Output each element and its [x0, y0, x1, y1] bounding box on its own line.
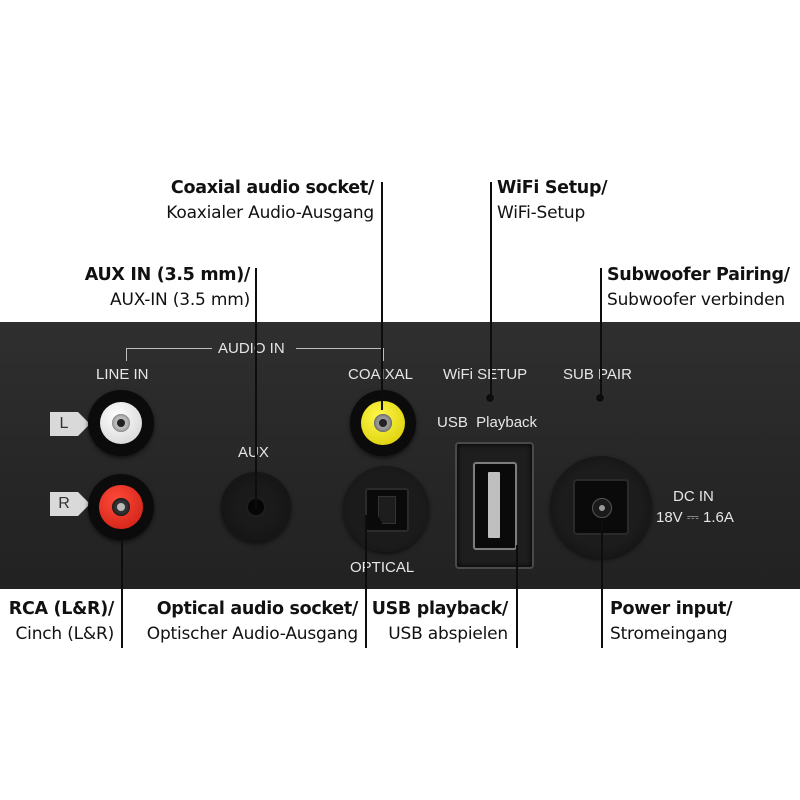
power-leader-line [601, 520, 603, 648]
usb-leader-line [516, 545, 518, 648]
wifi-leader-line [490, 182, 492, 400]
optical-annotation: Optical audio socket/ Optischer Audio-Au… [146, 597, 359, 647]
optical-annotation-de: Optischer Audio-Ausgang [146, 624, 358, 644]
coaxial-socket[interactable] [350, 390, 416, 456]
subwoofer-annotation: Subwoofer Pairing/ Subwoofer verbinden [607, 263, 790, 313]
optical-socket[interactable] [343, 466, 429, 552]
power-annotation: Power input/ Stromeingang [610, 597, 733, 647]
subwoofer-annotation-en: Subwoofer Pairing/ [607, 265, 790, 285]
optical-leader-line [365, 515, 367, 648]
dc-in-pin [592, 498, 612, 518]
usb-annotation-en: USB playback/ [371, 599, 509, 619]
optical-label: OPTICAL [350, 559, 415, 576]
usb-annotation-de: USB abspielen [388, 624, 508, 644]
coaxial-label: COAIXAL [348, 366, 413, 383]
audio-in-bracket-left [126, 348, 212, 349]
aux-label: AUX [238, 444, 269, 461]
subwoofer-annotation-de: Subwoofer verbinden [607, 290, 785, 310]
rca-left-hole [117, 419, 125, 427]
coaxial-annotation-de: Koaxialer Audio-Ausgang [166, 203, 374, 223]
rca-annotation-en: RCA (L&R)/ [8, 599, 115, 619]
coaxial-hole [379, 419, 387, 427]
coaxial-annotation-en: Coaxial audio socket/ [170, 178, 374, 198]
audio-in-bracket-right-tick [383, 348, 384, 361]
dc-in-label: DC IN [673, 488, 714, 505]
wifi-annotation: WiFi Setup/ WiFi-Setup [497, 176, 608, 226]
optical-socket-shutter [378, 496, 396, 524]
audio-in-label: AUDIO IN [218, 340, 285, 357]
rca-annotation-de: Cinch (L&R) [15, 624, 115, 644]
rca-leader-line [121, 538, 123, 648]
rca-annotation: RCA (L&R)/ Cinch (L&R) [8, 597, 115, 647]
audio-in-bracket-right [296, 348, 383, 349]
aux-annotation-de: AUX-IN (3.5 mm) [110, 290, 250, 310]
usb-annotation: USB playback/ USB abspielen [371, 597, 509, 647]
usb-port[interactable] [473, 462, 517, 550]
wifi-setup-label: WiFi SETUP [443, 366, 528, 383]
usb-port-housing [455, 442, 534, 569]
aux-leader-line [255, 268, 257, 508]
power-annotation-de: Stromeingang [610, 624, 728, 644]
wifi-annotation-en: WiFi Setup/ [497, 178, 608, 198]
aux-annotation-en: AUX IN (3.5 mm)/ [84, 265, 251, 285]
rca-right-socket[interactable] [88, 474, 154, 540]
left-channel-badge: L [50, 412, 90, 436]
device-rear-panel: AUDIO IN LINE IN COAIXAL WiFi SETUP SUB … [0, 322, 800, 589]
power-annotation-en: Power input/ [610, 599, 733, 619]
usb-playback-label: USB Playback [437, 414, 538, 431]
audio-in-bracket-left-tick [126, 348, 127, 361]
sub-pair-label: SUB PAIR [563, 366, 632, 383]
aux-annotation: AUX IN (3.5 mm)/ AUX-IN (3.5 mm) [84, 263, 251, 313]
optical-annotation-en: Optical audio socket/ [156, 599, 359, 619]
rca-right-hole [117, 503, 125, 511]
usb-port-tongue [488, 472, 500, 538]
wifi-annotation-de: WiFi-Setup [497, 203, 586, 223]
coaxial-annotation: Coaxial audio socket/ Koaxialer Audio-Au… [166, 176, 374, 226]
subwoofer-leader-line [600, 268, 602, 400]
rca-left-socket[interactable] [88, 390, 154, 456]
optical-socket-window [365, 488, 409, 532]
dc-rating-label: 18V ⎓ 1.6A [656, 509, 734, 526]
right-channel-badge: R [50, 492, 90, 516]
dc-in-pin-center [599, 505, 605, 511]
line-in-label: LINE IN [96, 366, 149, 383]
coaxial-leader-line [381, 182, 383, 410]
